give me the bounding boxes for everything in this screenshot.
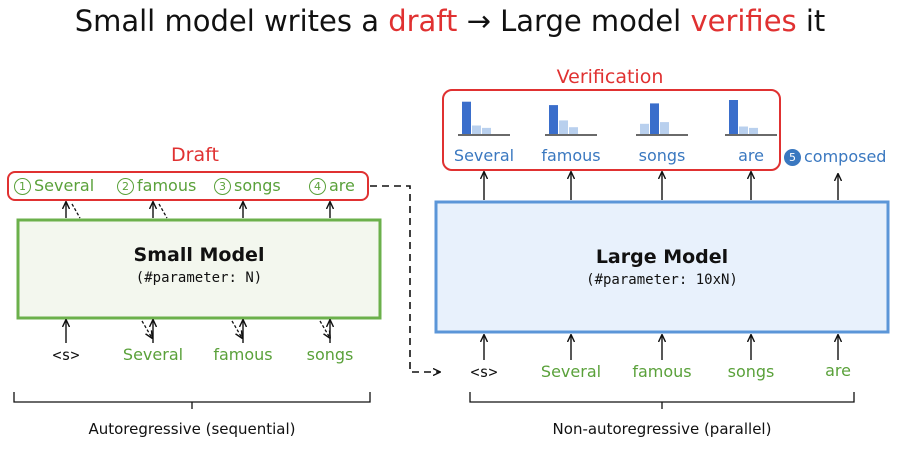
feedback-dashed-arrow (319, 320, 330, 338)
small-input-token: songs (306, 345, 354, 364)
distribution-bar (569, 127, 578, 134)
page-title: Small model writes a draft → Large model… (0, 4, 900, 38)
draft-token-text: songs (234, 176, 281, 195)
circled-number-2: 2 (117, 178, 134, 195)
non-autoregressive-caption: Non-autoregressive (parallel) (552, 420, 772, 438)
draft-token-text: are (329, 176, 355, 195)
large-model-box (434, 200, 890, 334)
feedback-dashed-arrow (158, 203, 168, 219)
composed-token-text: composed (804, 147, 887, 166)
large-input-token: <s> (470, 363, 498, 381)
title-draft-word: draft (388, 4, 458, 38)
distribution-bar (660, 122, 669, 134)
title-verifies-word: verifies (690, 4, 797, 38)
verified-token: are (738, 146, 764, 165)
verified-token: Several (453, 146, 515, 165)
circled-number-1: 1 (14, 178, 31, 195)
feedback-dashed-arrow (71, 203, 81, 219)
large-input-token: songs (727, 362, 775, 381)
distribution-bar (482, 127, 491, 134)
distribution-bar (749, 127, 758, 134)
title-part3: it (796, 4, 826, 38)
small-model-name: Small Model (133, 244, 265, 266)
small-model-box (16, 218, 382, 320)
draft-to-large-dashed-connector (370, 185, 440, 372)
draft-token-text: Several (34, 176, 95, 195)
circled-number-3: 3 (214, 178, 231, 195)
large-model-param: (#parameter: 10xN) (586, 272, 738, 288)
small-model-param: (#parameter: N) (135, 270, 263, 286)
feedback-dashed-arrow (141, 320, 152, 338)
title-part1: Small model writes a (74, 4, 389, 38)
draft-label: Draft (171, 144, 219, 166)
draft-box (7, 171, 369, 201)
draft-token-text: famous (137, 176, 197, 195)
feedback-dashed-arrow (231, 320, 242, 338)
autoregressive-caption: Autoregressive (sequential) (88, 420, 296, 438)
large-input-token: famous (632, 362, 692, 381)
verified-token: songs (638, 146, 686, 165)
distribution-bar (729, 100, 738, 134)
title-part2: → Large model (457, 4, 691, 38)
distribution-charts (458, 100, 777, 136)
distribution-bar (650, 103, 659, 134)
small-input-token: <s> (52, 346, 80, 364)
circled-number-4: 4 (309, 178, 326, 195)
small-input-token: Several (122, 345, 184, 364)
distribution-bar (472, 125, 481, 134)
distribution-bar (640, 123, 649, 134)
small-model: Small Model (#parameter: N) (18, 244, 380, 286)
non-autoregressive-bracket (469, 392, 855, 409)
large-model: Large Model (#parameter: 10xN) (436, 246, 888, 288)
large-model-name: Large Model (595, 246, 729, 268)
verified-token: famous (541, 146, 601, 165)
distribution-bar (559, 120, 568, 134)
large-input-token: are (825, 361, 851, 380)
large-input-token: Several (540, 362, 602, 381)
verification-box (442, 89, 781, 171)
distribution-bar (549, 105, 558, 134)
small-input-token: famous (213, 345, 273, 364)
circled-number-5: 5 (784, 149, 801, 166)
autoregressive-bracket (13, 392, 371, 409)
verification-label: Verification (556, 66, 664, 88)
distribution-bar (739, 126, 748, 134)
distribution-bar (462, 101, 471, 134)
